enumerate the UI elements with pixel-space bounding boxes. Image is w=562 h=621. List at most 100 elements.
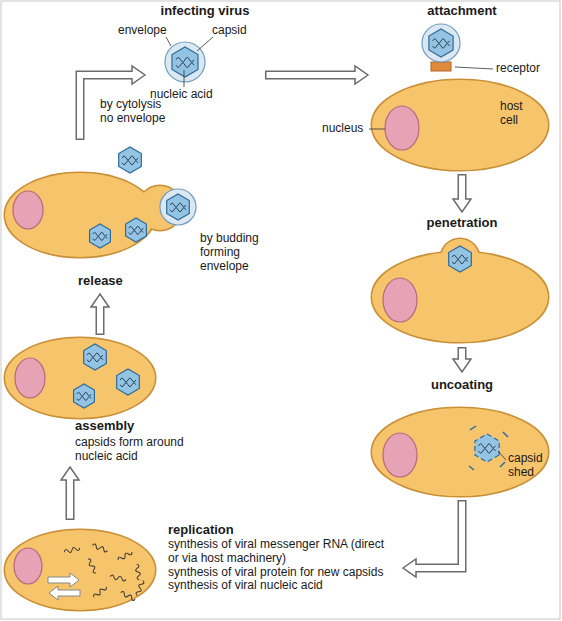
stage-heading: assembly bbox=[75, 419, 134, 434]
cell-membrane bbox=[372, 80, 548, 170]
cell-membrane bbox=[372, 80, 548, 170]
cell-nucleus bbox=[383, 278, 417, 322]
virus bbox=[119, 147, 142, 173]
leader-line bbox=[197, 37, 213, 51]
stage-heading: release bbox=[78, 274, 123, 289]
leader-line bbox=[498, 451, 506, 460]
virus bbox=[90, 224, 111, 248]
arrow-fill bbox=[414, 502, 462, 569]
callout-label: envelope bbox=[118, 24, 167, 38]
virus bbox=[449, 246, 472, 272]
capsid-fragment bbox=[500, 462, 505, 467]
capsid bbox=[449, 246, 472, 272]
cell-membrane bbox=[441, 239, 479, 277]
stage-description: synthesis of viral messenger RNA (direct… bbox=[168, 538, 393, 566]
callout-label: by cytolysis no envelope bbox=[100, 98, 172, 126]
stage-heading: penetration bbox=[427, 216, 498, 231]
cell-membrane bbox=[441, 239, 479, 277]
nucleic-acid bbox=[87, 353, 103, 362]
leader-line bbox=[166, 37, 171, 46]
viral-rna bbox=[110, 575, 126, 582]
stage-cell: penetration bbox=[368, 212, 556, 347]
viral-envelope bbox=[165, 42, 205, 82]
stage-description: host cell bbox=[500, 100, 540, 128]
capsid bbox=[74, 384, 95, 408]
host-cell bbox=[5, 173, 182, 257]
arrow-fill bbox=[459, 176, 465, 202]
capsid bbox=[172, 47, 198, 77]
stage-description: capsids form around nucleic acid bbox=[75, 436, 215, 464]
stage-cell: attachment host cell bbox=[368, 2, 556, 174]
callout-label: nucleus bbox=[322, 122, 363, 136]
stage-cell: uncoating bbox=[368, 372, 556, 500]
viral-rna bbox=[64, 546, 80, 554]
viral-rna bbox=[93, 585, 108, 598]
cycle-arrow bbox=[453, 174, 471, 212]
stage-description: synthesis of viral nucleic acid bbox=[168, 579, 393, 593]
stage-heading: infecting virus bbox=[161, 4, 250, 19]
capsid-fragment bbox=[470, 426, 476, 430]
arrow-fill bbox=[67, 478, 73, 519]
virus bbox=[422, 24, 460, 62]
capsid bbox=[475, 434, 499, 462]
viral-rna bbox=[117, 550, 133, 561]
arrow-outline bbox=[416, 500, 462, 568]
host-cell bbox=[372, 239, 548, 342]
nucleic-acid bbox=[120, 378, 136, 387]
virus bbox=[84, 344, 107, 370]
stage-description: synthesis of viral protein for new capsi… bbox=[168, 566, 393, 580]
host-cell bbox=[372, 80, 548, 170]
viral-envelope bbox=[422, 24, 460, 62]
viral-rna bbox=[120, 591, 136, 601]
stage-cell: release bbox=[3, 140, 183, 294]
viral-rna bbox=[86, 558, 97, 574]
cell-membrane bbox=[5, 530, 155, 610]
capsid bbox=[84, 344, 107, 370]
virus bbox=[117, 369, 140, 395]
stage-cell: assembly capsids form around nucleic acid bbox=[3, 335, 228, 467]
nucleic-acid bbox=[452, 255, 468, 264]
cell-membrane bbox=[5, 173, 155, 257]
capsid bbox=[126, 218, 147, 242]
cell-nucleus bbox=[383, 433, 417, 477]
cycle-arrow bbox=[403, 500, 462, 577]
stage-heading: uncoating bbox=[431, 378, 493, 393]
stage-heading: replication bbox=[168, 523, 234, 538]
cell-nucleus bbox=[15, 358, 45, 398]
cell-membrane bbox=[5, 338, 155, 418]
nucleic-acid bbox=[479, 444, 496, 453]
virus bbox=[160, 189, 196, 225]
callout-label: capsid shed bbox=[508, 452, 553, 480]
nucleic-acid bbox=[129, 226, 143, 234]
capsid bbox=[117, 369, 140, 395]
capsid bbox=[90, 224, 111, 248]
leader-line bbox=[184, 70, 185, 87]
cell-membrane bbox=[5, 338, 155, 418]
nucleic-acid bbox=[77, 392, 91, 400]
stage-heading: attachment bbox=[427, 4, 496, 19]
virus bbox=[74, 384, 95, 408]
cycle-arrow bbox=[91, 294, 109, 335]
capsid bbox=[167, 194, 190, 220]
viral-rna bbox=[135, 564, 142, 580]
capsid-fragment bbox=[503, 432, 508, 437]
nucleic-acid bbox=[433, 39, 450, 48]
virus bbox=[165, 42, 205, 82]
capsid bbox=[119, 147, 142, 173]
cell-membrane bbox=[5, 173, 155, 257]
nucleic-acid bbox=[93, 232, 107, 240]
viral-rna bbox=[135, 580, 144, 596]
virus bbox=[126, 218, 147, 242]
viral-envelope bbox=[160, 189, 196, 225]
cycle-arrow bbox=[61, 467, 79, 520]
cell-nucleus bbox=[14, 548, 42, 584]
host-cell bbox=[5, 338, 155, 418]
cell-nucleus bbox=[385, 106, 419, 150]
viral-rna bbox=[92, 543, 108, 552]
callout-label: by budding forming envelope bbox=[200, 232, 280, 273]
nucleic-acid bbox=[176, 58, 194, 68]
arrow-fill bbox=[97, 305, 103, 334]
stage-cell: infecting virus bbox=[145, 2, 265, 102]
cell-nucleus bbox=[13, 191, 43, 229]
